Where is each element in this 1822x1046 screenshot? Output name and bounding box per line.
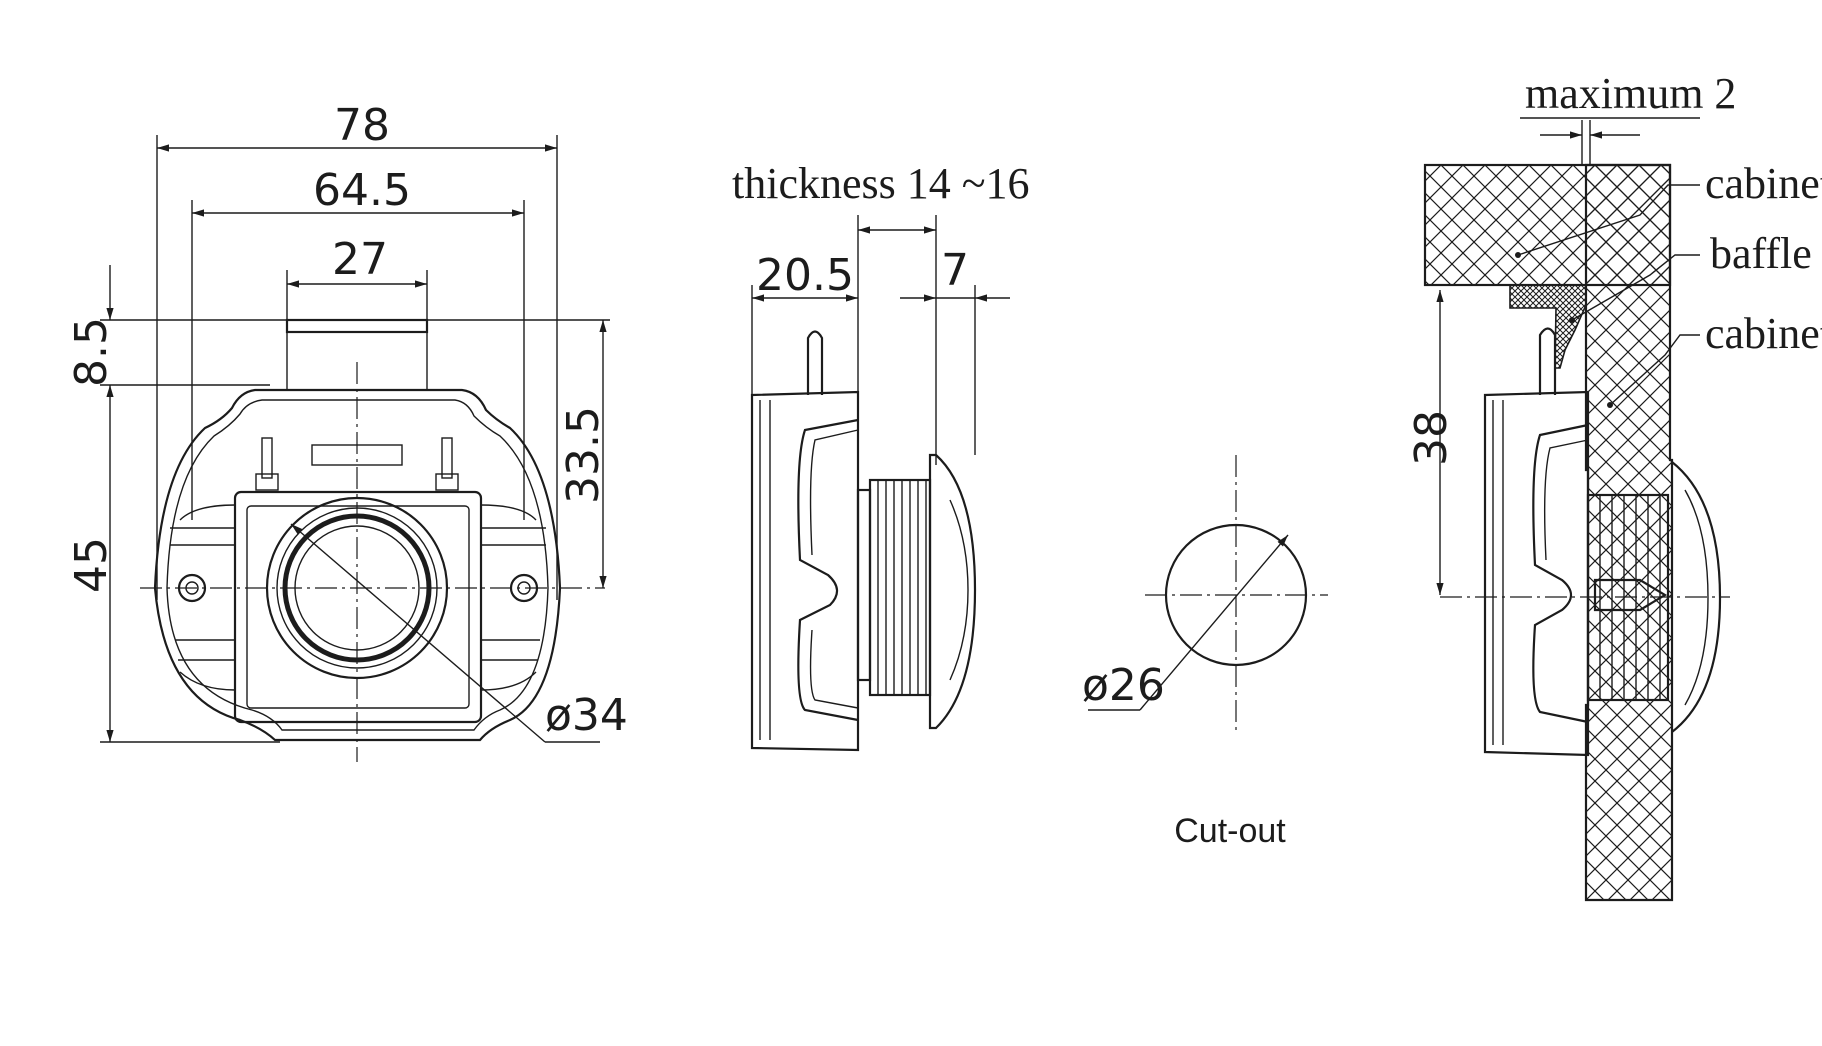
side-view: thickness 14 ~16 20.5 7 — [732, 159, 1030, 752]
dim-strike-width: 27 — [332, 234, 388, 285]
cutout-caption: Cut-out — [1174, 812, 1286, 850]
dim-install-height: 38 — [1406, 410, 1457, 466]
dim-cutout-diameter: ø26 — [1082, 660, 1165, 711]
thickness-label: thickness 14 ~16 — [732, 159, 1030, 208]
dim-overall-width: 78 — [334, 100, 390, 151]
callout-baffle: baffle — [1710, 229, 1812, 278]
callout-cabinet-side: cabinet — [1705, 309, 1822, 358]
dim-hole-spacing: 64.5 — [313, 165, 411, 216]
max-gap-label: maximum 2 — [1525, 69, 1736, 118]
dim-strike-offset: 8.5 — [66, 317, 117, 387]
dim-flange: 7 — [941, 245, 969, 296]
callout-cabinet-top: cabinet — [1705, 159, 1822, 208]
dim-center-to-top: 33.5 — [558, 406, 609, 504]
install-view: maximum 2 38 cabinet baffle cabinet — [1406, 69, 1822, 902]
dim-button-diameter: ø34 — [545, 690, 628, 741]
dim-height: 45 — [66, 537, 117, 593]
dim-body-depth: 20.5 — [756, 250, 854, 301]
cutout-view: ø26 Cut-out — [1082, 455, 1328, 850]
front-view: 78 64.5 27 8.5 45 33.5 ø34 — [66, 100, 628, 762]
